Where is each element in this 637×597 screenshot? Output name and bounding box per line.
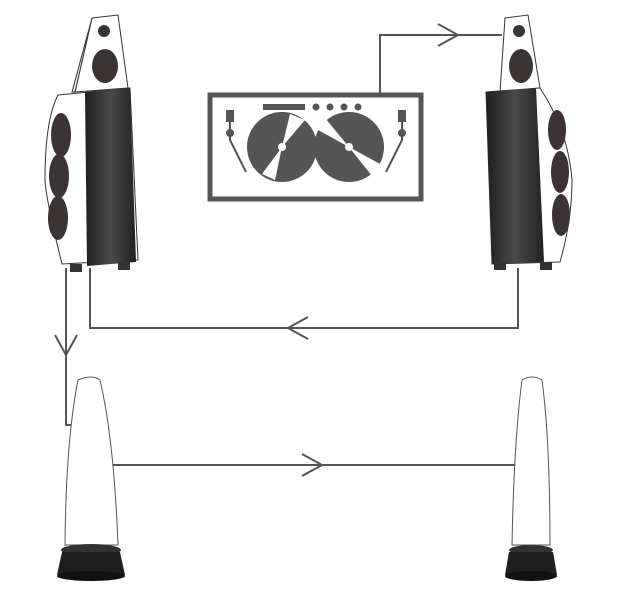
cable-right-to-left-speaker	[89, 268, 519, 329]
arrow-right-icon	[437, 23, 461, 47]
speaker-left	[44, 14, 139, 272]
subwoofer-left	[57, 376, 125, 581]
subwoofer-right	[505, 376, 557, 581]
arrow-right-icon	[301, 453, 325, 477]
cable-left-speaker-to-subwoofer	[65, 268, 72, 426]
turntable-icon	[207, 92, 424, 202]
arrow-left-icon	[285, 316, 309, 340]
cable-turntable-to-right-speaker	[379, 34, 502, 93]
arrow-down-icon	[54, 334, 78, 358]
speaker-right	[485, 14, 573, 270]
